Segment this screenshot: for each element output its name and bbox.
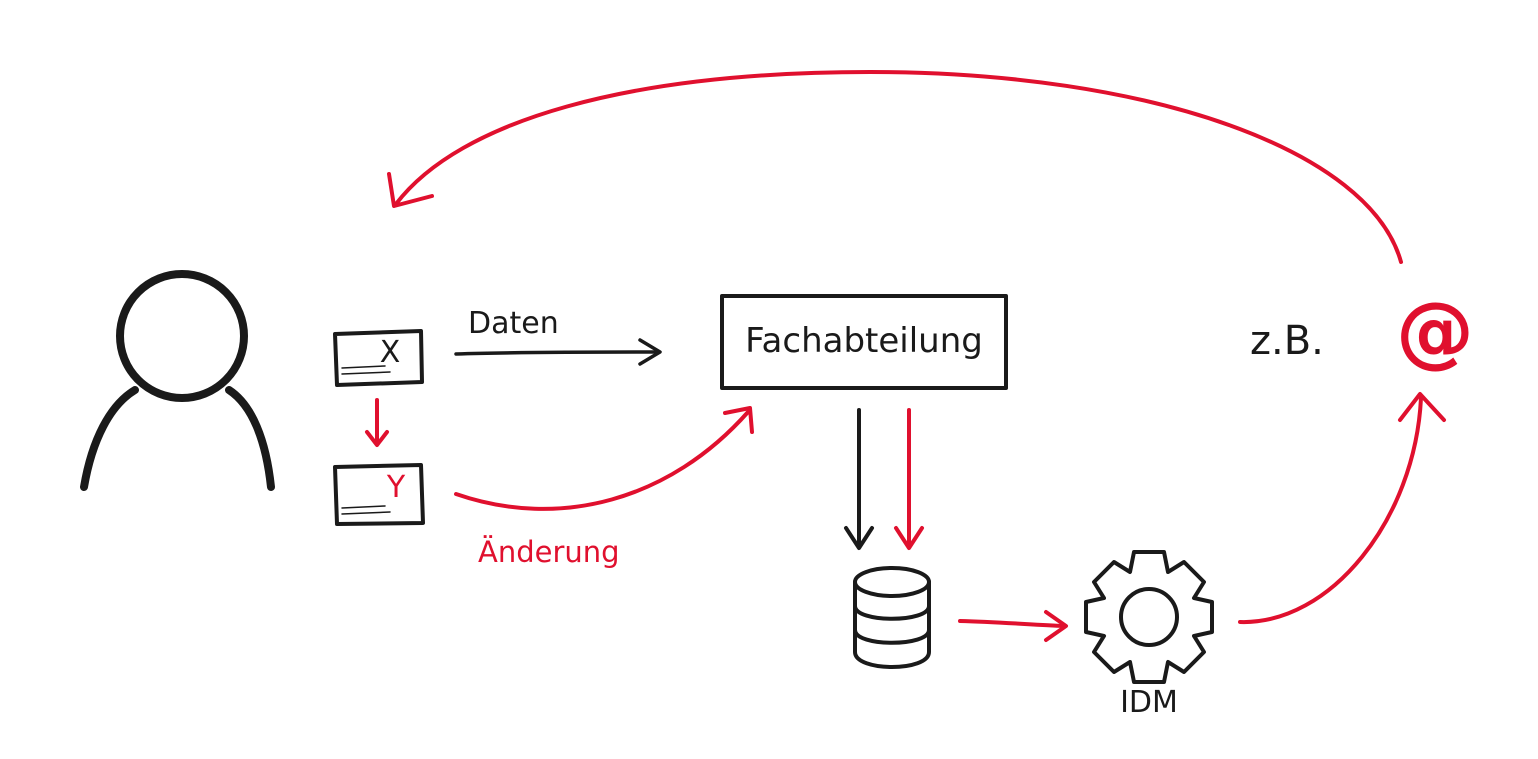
example-label: z.B. xyxy=(1250,318,1324,364)
idm-label: IDM xyxy=(1120,685,1178,720)
department-to-db-arrow-black xyxy=(844,408,874,550)
database-icon xyxy=(853,566,931,669)
idm-to-email-arrow xyxy=(1238,392,1446,625)
data-arrow xyxy=(454,338,662,366)
form-new-value: Y xyxy=(386,470,406,505)
change-arrow xyxy=(454,406,754,511)
change-label: Änderung xyxy=(478,535,620,569)
form-old-value: X xyxy=(380,335,401,370)
department-label: Fachabteilung xyxy=(745,321,983,361)
department-to-db-arrow-red xyxy=(894,408,924,550)
feedback-arrow xyxy=(387,70,1403,264)
form-new-icon: Y xyxy=(333,463,425,526)
gear-icon xyxy=(1084,550,1214,684)
form-old-icon: X xyxy=(333,329,424,387)
db-to-idm-arrow xyxy=(958,610,1068,642)
form-change-arrow xyxy=(365,398,389,447)
at-sign-icon: @ xyxy=(1396,287,1474,377)
person-icon xyxy=(80,270,275,491)
data-label: Daten xyxy=(468,306,559,341)
department-box: Fachabteilung xyxy=(720,294,1008,390)
